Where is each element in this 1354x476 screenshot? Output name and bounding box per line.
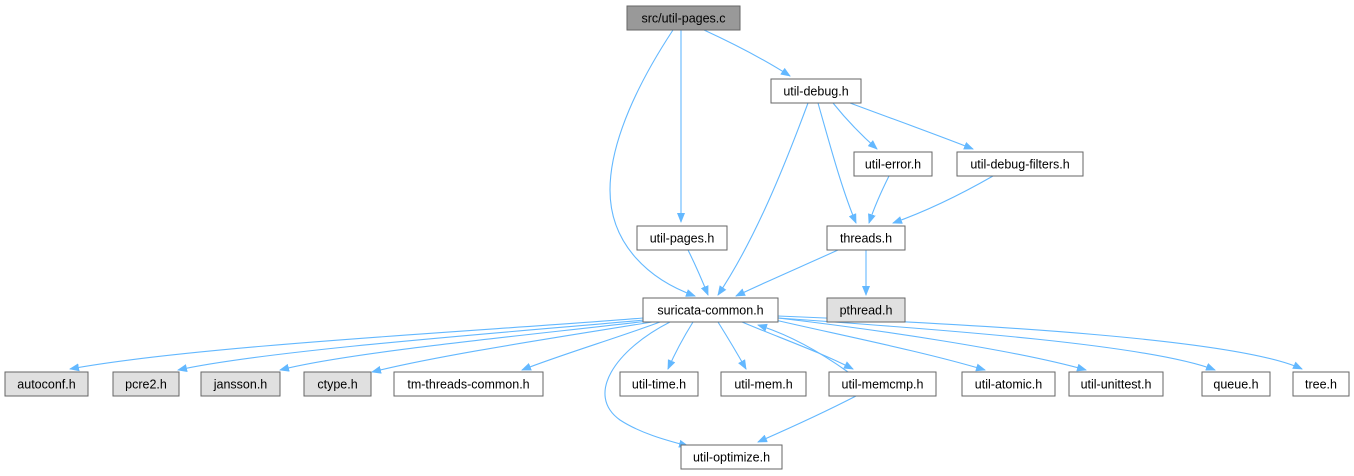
- node-label: util-atomic.h: [975, 378, 1042, 392]
- node-queue-h[interactable]: queue.h: [1201, 371, 1271, 397]
- node-box: [626, 5, 741, 31]
- node-box[interactable]: [636, 225, 728, 251]
- nodes-layer: src/util-pages.c util-debug.h util-error.h…: [4, 5, 1350, 470]
- node-suricata-common-h[interactable]: suricata-common.h: [642, 297, 779, 323]
- node-box[interactable]: [680, 444, 783, 470]
- edge-threads-h-to-suricata-common-h: [735, 249, 839, 297]
- edge-util-debug-h-to-threads-h: [817, 102, 857, 224]
- edge-util-debug-h-to-util-error-h: [832, 102, 878, 150]
- node-label: pcre2.h: [125, 378, 167, 392]
- edge-util-memcmp-h-to-util-optimize-h: [757, 395, 857, 443]
- node-label: util-memcmp.h: [842, 378, 924, 392]
- edge-suricata-common-h-to-util-time-h: [667, 321, 694, 370]
- node-box[interactable]: [1292, 371, 1350, 397]
- node-util-time-h[interactable]: util-time.h: [619, 371, 699, 397]
- node-box[interactable]: [720, 371, 807, 397]
- node-util-memcmp-h[interactable]: util-memcmp.h: [828, 371, 937, 397]
- node-box[interactable]: [956, 151, 1084, 177]
- node-label: util-error.h: [865, 158, 921, 172]
- edge-util-debug-h-to-suricata-common-h: [717, 102, 809, 296]
- node-tree-h[interactable]: tree.h: [1292, 371, 1350, 397]
- node-autoconf-h: autoconf.h: [4, 371, 89, 397]
- edge-util-error-h-to-threads-h: [868, 175, 890, 224]
- node-box[interactable]: [826, 225, 906, 251]
- node-label: pthread.h: [840, 304, 893, 318]
- node-label: tree.h: [1305, 378, 1337, 392]
- node-label: threads.h: [840, 232, 892, 246]
- node-util-optimize-h[interactable]: util-optimize.h: [680, 444, 783, 470]
- node-util-debug-h[interactable]: util-debug.h: [770, 78, 862, 104]
- node-threads-h[interactable]: threads.h: [826, 225, 906, 251]
- node-box[interactable]: [619, 371, 699, 397]
- node-label: suricata-common.h: [657, 304, 763, 318]
- node-box[interactable]: [393, 371, 544, 397]
- edge-suricata-common-h-to-util-optimize-h: [604, 321, 689, 448]
- node-ctype-h: ctype.h: [303, 371, 372, 397]
- node-box: [4, 371, 89, 397]
- node-util-debug-filters-h[interactable]: util-debug-filters.h: [956, 151, 1084, 177]
- edge-util-debug-h-to-util-debug-filters-h: [849, 102, 974, 150]
- edge-suricata-common-h-to-util-memcmp-h: [741, 321, 854, 370]
- edge-suricata-common-h-to-queue-h: [777, 317, 1216, 371]
- node-box[interactable]: [853, 151, 933, 177]
- node-label: jansson.h: [213, 378, 268, 392]
- edges-layer: [69, 29, 1303, 448]
- node-util-mem-h[interactable]: util-mem.h: [720, 371, 807, 397]
- node-pthread-h: pthread.h: [826, 297, 906, 323]
- edge-suricata-common-h-to-tm-threads-common-h: [521, 321, 661, 371]
- edge-util-pages-h-to-suricata-common-h: [687, 249, 709, 296]
- node-label: util-debug.h: [783, 85, 848, 99]
- node-label: util-mem.h: [734, 378, 792, 392]
- edge-suricata-common-h-to-pcre2-h: [177, 319, 646, 373]
- node-label: ctype.h: [317, 378, 357, 392]
- node-label: util-time.h: [632, 378, 686, 392]
- node-box: [200, 371, 281, 397]
- node-box: [112, 371, 180, 397]
- node-label: util-optimize.h: [693, 451, 770, 465]
- node-label: src/util-pages.c: [641, 12, 725, 26]
- node-box[interactable]: [1068, 371, 1164, 397]
- node-util-error-h[interactable]: util-error.h: [853, 151, 933, 177]
- edge-suricata-common-h-to-util-unittest-h: [777, 317, 1087, 372]
- node-box: [826, 297, 906, 323]
- node-label: autoconf.h: [17, 378, 75, 392]
- node-label: util-unittest.h: [1081, 378, 1152, 392]
- edge-suricata-common-h-to-util-mem-h: [717, 321, 747, 370]
- node-box[interactable]: [1201, 371, 1271, 397]
- node-label: queue.h: [1213, 378, 1258, 392]
- edge-suricata-common-h-to-util-atomic-h: [774, 319, 986, 372]
- node-pcre2-h: pcre2.h: [112, 371, 180, 397]
- node-label: util-pages.h: [650, 232, 715, 246]
- edge-suricata-common-h-to-autoconf-h: [69, 317, 644, 372]
- node-util-atomic-h[interactable]: util-atomic.h: [961, 371, 1056, 397]
- edge-src-util-pages-c-to-util-debug-h: [703, 29, 791, 77]
- node-label: tm-threads-common.h: [407, 378, 529, 392]
- node-util-pages-h[interactable]: util-pages.h: [636, 225, 728, 251]
- edge-util-debug-filters-h-to-threads-h: [892, 175, 994, 224]
- node-box[interactable]: [770, 78, 862, 104]
- edge-util-memcmp-h-to-suricata-common-h: [757, 323, 849, 373]
- node-util-unittest-h[interactable]: util-unittest.h: [1068, 371, 1164, 397]
- edge-suricata-common-h-to-jansson-h: [279, 320, 649, 372]
- edge-src-util-pages-c-to-suricata-common-h: [609, 29, 696, 297]
- node-box[interactable]: [961, 371, 1056, 397]
- node-tm-threads-common-h[interactable]: tm-threads-common.h: [393, 371, 544, 397]
- node-box: [303, 371, 372, 397]
- node-jansson-h: jansson.h: [200, 371, 281, 397]
- node-src-util-pages-c: src/util-pages.c: [626, 5, 741, 31]
- edge-suricata-common-h-to-ctype-h: [371, 321, 653, 374]
- node-box[interactable]: [828, 371, 937, 397]
- node-label: util-debug-filters.h: [970, 158, 1069, 172]
- node-box[interactable]: [642, 297, 779, 323]
